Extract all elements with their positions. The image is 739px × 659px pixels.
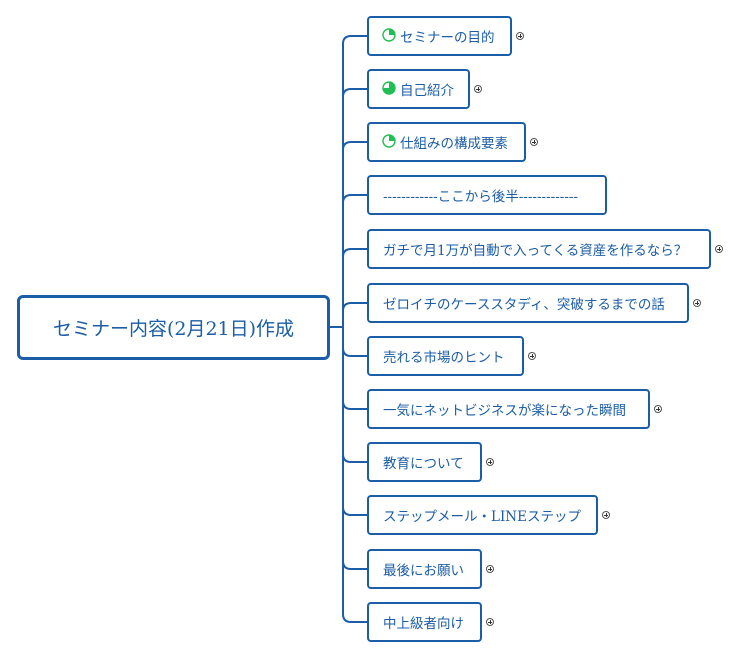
subtopic-node[interactable]: 自己紹介: [367, 69, 470, 109]
subtopic-node[interactable]: ガチで月1万が自動で入ってくる資産を作るなら？: [367, 229, 711, 269]
subtopic-node[interactable]: 最後にお願い: [367, 549, 482, 589]
subtopic-label: 自己紹介: [400, 83, 454, 99]
subtopic-node[interactable]: ゼロイチのケーススタディ、突破するまでの話: [367, 283, 689, 323]
subtopic-node[interactable]: ステップメール・LINEステップ: [367, 495, 598, 535]
subtopic-label: ガチで月1万が自動で入ってくる資産を作るなら？: [383, 243, 688, 259]
expand-plus-icon[interactable]: [486, 565, 494, 573]
progress-pie-icon: [382, 134, 396, 148]
subtopic-label: ステップメール・LINEステップ: [383, 509, 581, 525]
subtopic-node[interactable]: セミナーの目的: [367, 16, 512, 56]
subtopic-label: ------------ここから後半-------------: [383, 189, 579, 205]
subtopic-label: 教育について: [383, 456, 464, 472]
expand-plus-icon[interactable]: [516, 32, 524, 40]
subtopic-label: 最後にお願い: [383, 563, 464, 579]
central-topic-label: セミナー内容(2月21日)作成: [52, 318, 295, 340]
subtopic-label: セミナーの目的: [400, 30, 495, 46]
subtopic-node[interactable]: ------------ここから後半-------------: [367, 175, 607, 215]
expand-plus-icon[interactable]: [602, 511, 610, 519]
progress-pie-icon: [382, 81, 396, 95]
expand-plus-icon[interactable]: [528, 352, 536, 360]
subtopic-label: 一気にネットビジネスが楽になった瞬間: [383, 403, 626, 419]
subtopic-node[interactable]: 教育について: [367, 442, 482, 482]
expand-plus-icon[interactable]: [474, 85, 482, 93]
subtopic-node[interactable]: 仕組みの構成要素: [367, 122, 526, 162]
subtopic-node[interactable]: 中上級者向け: [367, 602, 482, 642]
expand-plus-icon[interactable]: [693, 299, 701, 307]
subtopic-label: 売れる市場のヒント: [383, 350, 505, 366]
subtopic-label: 仕組みの構成要素: [400, 136, 508, 152]
expand-plus-icon[interactable]: [715, 245, 723, 253]
subtopic-label: 中上級者向け: [383, 616, 464, 632]
expand-plus-icon[interactable]: [654, 405, 662, 413]
expand-plus-icon[interactable]: [486, 618, 494, 626]
central-topic[interactable]: セミナー内容(2月21日)作成: [17, 295, 330, 360]
subtopic-node[interactable]: 一気にネットビジネスが楽になった瞬間: [367, 389, 650, 429]
expand-plus-icon[interactable]: [530, 138, 538, 146]
subtopic-label: ゼロイチのケーススタディ、突破するまでの話: [383, 297, 665, 313]
progress-pie-icon: [382, 28, 396, 42]
expand-plus-icon[interactable]: [486, 458, 494, 466]
subtopic-node[interactable]: 売れる市場のヒント: [367, 336, 524, 376]
